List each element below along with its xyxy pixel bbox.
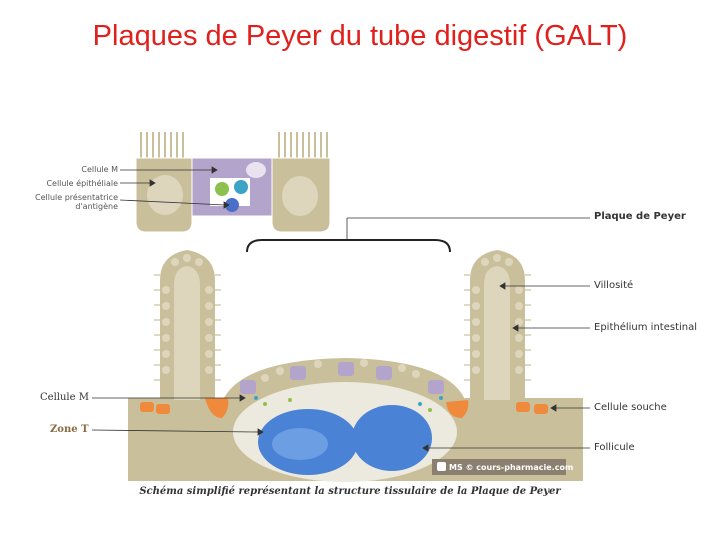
label-plaque-de-peyer: Plaque de Peyer: [594, 211, 686, 222]
inset-label-cellule-m: Cellule M: [81, 165, 118, 174]
label-follicule: Follicule: [594, 442, 635, 453]
tissue-section: [128, 250, 583, 482]
inset-label-antigene: d'antigène: [75, 202, 118, 211]
label-zone-t: Zone T: [50, 424, 89, 435]
inset-cell-teal: [234, 180, 248, 194]
stem-cells: [140, 398, 548, 418]
credit-bar: [432, 459, 566, 475]
figure-caption: Schéma simplifié représentant la structu…: [139, 486, 561, 497]
peyer-patch-bracket: [246, 239, 451, 253]
inset-label-cellule-epitheliale: Cellule épithéliale: [46, 179, 118, 188]
inset-label-cellule-presentatrice: Cellule présentatrice: [35, 193, 118, 202]
follicle-right: [352, 405, 432, 471]
page-title: Plaques de Peyer du tube digestif (GALT): [92, 20, 628, 52]
inset-nucleus-left: [147, 175, 183, 215]
camera-icon: [437, 462, 446, 471]
label-cellule-souche: Cellule souche: [594, 402, 667, 413]
inset-nucleus-right: [282, 176, 318, 216]
inset-m-cell-nucleus: [246, 162, 266, 178]
label-cellule-m: Cellule M: [40, 392, 89, 403]
label-villosite: Villosité: [594, 280, 634, 291]
inset-epithelium: [135, 132, 331, 233]
credit-text: MS © cours-pharmacie.com: [449, 463, 574, 472]
inset-cell-green: [215, 182, 229, 196]
inset-antigen-presenting-cell: [225, 198, 239, 212]
credit: MS © cours-pharmacie.com: [437, 462, 573, 472]
label-epithelium-intestinal: Epithélium intestinal: [594, 322, 698, 333]
